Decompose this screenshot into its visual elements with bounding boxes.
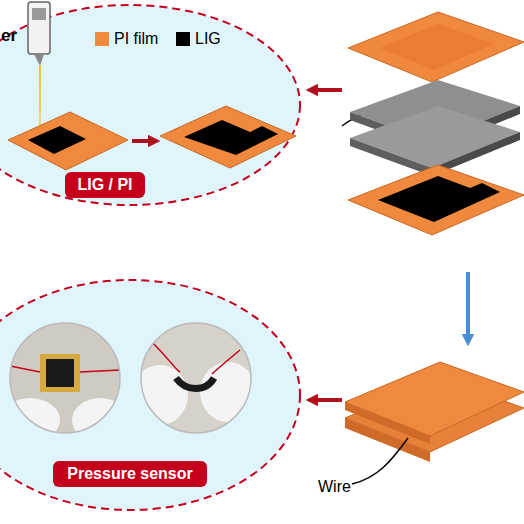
process-arrow <box>312 398 342 402</box>
lig-pattern <box>28 126 86 154</box>
result-ellipse <box>0 280 300 510</box>
assembled-stack <box>345 362 524 484</box>
box-text: Pressure sensor <box>67 465 193 483</box>
laser-pen <box>28 2 50 132</box>
legend-entry: PI film <box>95 30 158 48</box>
pi-film <box>160 106 296 168</box>
sensor-photo <box>0 318 128 442</box>
process-label-box: Pressure sensor <box>53 461 207 487</box>
legend-swatch <box>95 32 109 46</box>
exploded-stack <box>342 12 524 235</box>
part-label: Wire <box>318 478 351 496</box>
box-text: LIG / PI <box>77 176 133 194</box>
tool-label: er <box>1 26 17 46</box>
pi-film <box>8 112 128 170</box>
process-arrow <box>132 139 154 143</box>
assembly-arrow <box>466 272 470 340</box>
legend-text: PI film <box>114 30 158 48</box>
process-label-box: LIG / PI <box>65 172 145 198</box>
legend-entry: LIG <box>176 30 221 48</box>
legend-swatch <box>176 32 190 46</box>
process-arrow <box>312 88 342 92</box>
legend-text: LIG <box>195 30 221 48</box>
bent-sensor-photo <box>132 318 256 438</box>
lig-pattern <box>184 120 278 155</box>
